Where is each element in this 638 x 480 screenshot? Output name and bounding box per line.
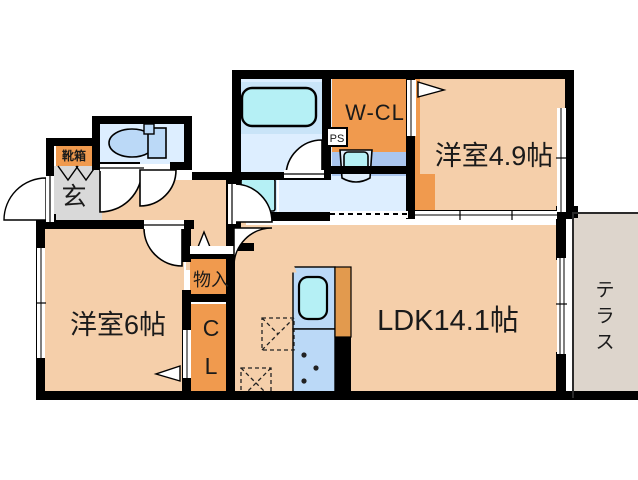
shoe-box-fill bbox=[56, 144, 92, 166]
ldk-terrace-window[interactable] bbox=[557, 258, 566, 354]
terrace-label-char-2: ラ bbox=[595, 306, 614, 327]
openings-group bbox=[36, 80, 567, 382]
wall-ldk-hall-stub bbox=[226, 243, 254, 251]
toilet-lever-icon bbox=[143, 123, 155, 135]
bathtub-icon bbox=[240, 86, 318, 128]
wall-wcl-bottom bbox=[331, 166, 415, 174]
wall-terrace-left-upper bbox=[556, 212, 566, 260]
wall-bath-bottom bbox=[232, 172, 324, 180]
pipe-shaft-marker: PS bbox=[326, 127, 348, 147]
terrace-floor bbox=[572, 212, 638, 398]
bedroom-west-label: 洋室6帖 bbox=[70, 310, 166, 340]
toilet-door[interactable] bbox=[139, 169, 177, 207]
bedroom-west-door-arrow-icon bbox=[153, 365, 181, 382]
entrance-tile bbox=[52, 166, 102, 220]
kitchen-group bbox=[292, 266, 352, 397]
wall-entry-right bbox=[92, 138, 100, 170]
wall-bath-right-lower bbox=[322, 136, 331, 180]
shoe-box-label: 靴箱 bbox=[62, 148, 86, 163]
fridge-space-cross bbox=[261, 317, 295, 351]
wcl-side-fill bbox=[413, 174, 435, 216]
wall-bath-left bbox=[232, 70, 241, 220]
washroom-door[interactable] bbox=[233, 183, 273, 223]
wall-bedn-left bbox=[406, 174, 415, 218]
stove-burner-icon bbox=[301, 378, 307, 384]
bedroom-west-door[interactable] bbox=[143, 227, 183, 267]
wall-toilet-top bbox=[92, 116, 192, 124]
mono-ire-door[interactable] bbox=[190, 246, 234, 254]
wall-ldk-bottom bbox=[232, 391, 564, 400]
wall-toilet-bottom-2 bbox=[170, 162, 192, 170]
wall-terrace-bottom bbox=[556, 391, 638, 400]
fridge-space-outline bbox=[261, 317, 295, 351]
stove-burner-icon bbox=[301, 352, 307, 358]
wall-bath-right-upper bbox=[322, 70, 331, 136]
entrance-label: 玄 bbox=[61, 183, 86, 211]
wall-terrace-left-lower bbox=[556, 352, 566, 400]
wall-monoire-bottom bbox=[182, 294, 234, 302]
bedroom-north-label: 洋室4.9帖 bbox=[435, 141, 554, 171]
ldk-label: LDK14.1帖 bbox=[377, 304, 519, 337]
terrace-label-char-3: ス bbox=[595, 332, 614, 353]
kitchen-partition-wall bbox=[335, 337, 351, 396]
closet-label-c: C bbox=[203, 315, 220, 341]
wall-toilet-right bbox=[184, 116, 192, 170]
entrance-step-arrow-icon bbox=[57, 165, 79, 182]
wall-bedw-bottom bbox=[36, 391, 236, 400]
ldk-hall-door[interactable] bbox=[233, 227, 273, 267]
closet-cl-fill bbox=[190, 304, 232, 396]
pipe-shaft-label: PS bbox=[330, 133, 345, 145]
entrance-step-arrow-icon-2 bbox=[75, 165, 97, 182]
walk-in-closet-label: W-CL bbox=[345, 100, 405, 125]
terrace-edge-line bbox=[572, 212, 574, 398]
wall-bedw-top bbox=[36, 220, 194, 229]
mono-ire-label: 物入 bbox=[193, 270, 229, 290]
room-labels: 洋室4.9帖 洋室6帖 LDK14.1帖 W-CL 物入 C L 靴箱 玄 テ … bbox=[61, 100, 614, 379]
ldk-top-dashed bbox=[236, 213, 408, 216]
washer-space-outline bbox=[240, 367, 272, 399]
kitchen-counter-icon bbox=[334, 266, 352, 338]
closet-label-l: L bbox=[205, 353, 218, 379]
wall-hall-top-right bbox=[192, 172, 238, 180]
stove-burner-icon bbox=[313, 365, 319, 371]
kitchen-sink-basin-icon bbox=[297, 275, 329, 321]
kitchen-arrow-bg bbox=[279, 250, 297, 273]
wall-monoire-top bbox=[182, 252, 234, 259]
bedroom-north-floor bbox=[410, 78, 565, 213]
terrace-label-char-1: テ bbox=[595, 280, 614, 301]
wall-ldk-top-left bbox=[232, 212, 330, 221]
pipe-shaft-box bbox=[326, 127, 348, 147]
wall-closet-right bbox=[226, 252, 235, 400]
entrance-door[interactable] bbox=[3, 177, 47, 221]
terrace-edge-top bbox=[572, 212, 638, 214]
wall-bedw-right-upper bbox=[182, 220, 191, 262]
wall-top-main bbox=[232, 70, 574, 79]
wall-bedn-right bbox=[565, 70, 574, 218]
wall-ldk-corner bbox=[232, 218, 241, 230]
kitchen-stove-unit bbox=[292, 328, 336, 397]
mono-ire-fill bbox=[190, 256, 232, 296]
wcl-door-arrow-icon bbox=[417, 81, 447, 98]
swing-doors bbox=[3, 139, 324, 267]
toilet-tank-icon bbox=[147, 127, 167, 159]
wall-entry-top bbox=[46, 138, 100, 146]
